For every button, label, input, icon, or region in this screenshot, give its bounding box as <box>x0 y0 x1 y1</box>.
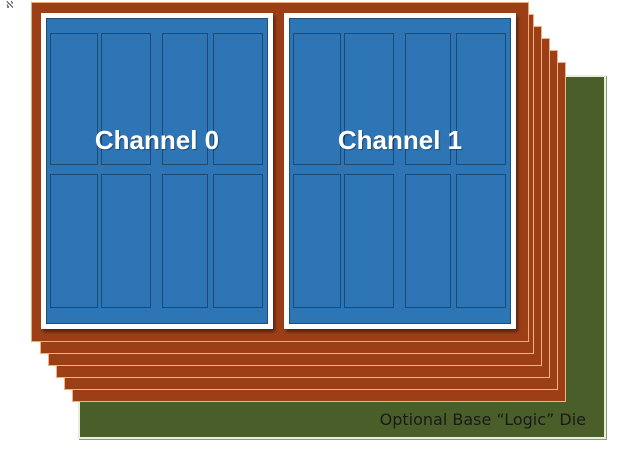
memory-bank <box>101 174 151 308</box>
channel-1-array: Channel 1 <box>289 18 511 324</box>
memory-bank <box>293 33 341 165</box>
memory-bank <box>456 174 506 308</box>
memory-bank <box>162 174 208 308</box>
memory-bank <box>213 174 263 308</box>
memory-bank <box>101 33 151 165</box>
channel-0: Channel 0 <box>41 13 273 329</box>
memory-bank <box>50 33 98 165</box>
memory-bank <box>405 33 451 165</box>
memory-bank <box>344 174 394 308</box>
channel-1: Channel 1 <box>284 13 516 329</box>
corner-mark: ℵ <box>6 0 14 11</box>
dram-layer-top: Channel 0 Channel 1 <box>31 2 529 342</box>
channel-label: Channel 1 <box>337 125 463 155</box>
memory-bank <box>50 174 98 308</box>
memory-bank <box>213 33 263 165</box>
memory-bank <box>405 174 451 308</box>
base-die-label: Optional Base “Logic” Die <box>379 410 586 429</box>
memory-bank <box>344 33 394 165</box>
channel-0-array: Channel 0 <box>46 18 268 324</box>
memory-bank <box>162 33 208 165</box>
memory-bank <box>456 33 506 165</box>
memory-bank <box>293 174 341 308</box>
channel-label: Channel 0 <box>94 125 220 155</box>
